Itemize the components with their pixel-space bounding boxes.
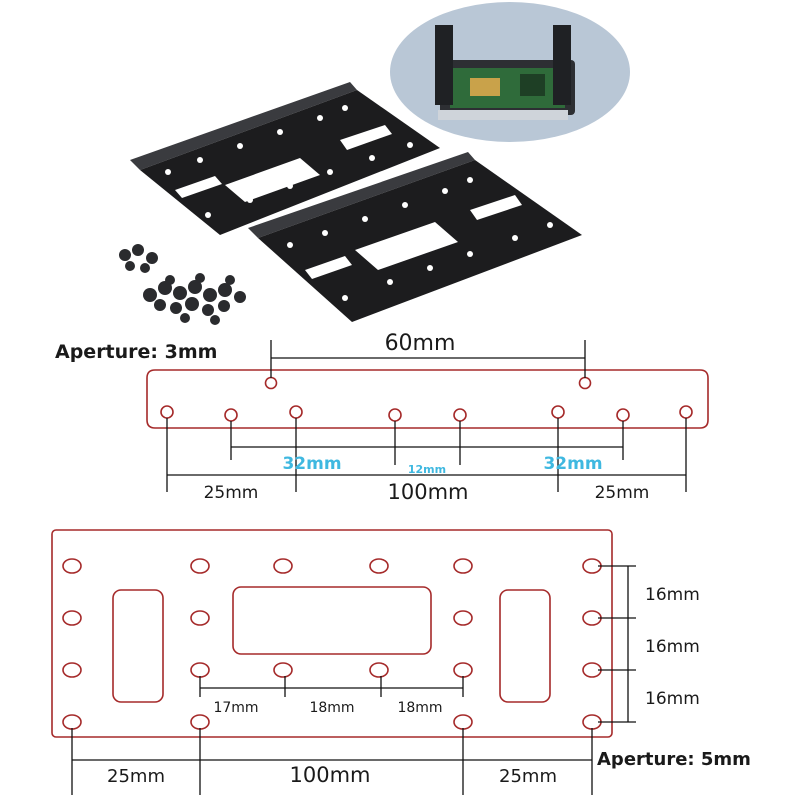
face-bottom-right-label: 25mm bbox=[499, 766, 557, 787]
face-hole bbox=[190, 610, 210, 626]
side-hole bbox=[160, 405, 174, 419]
side-hole bbox=[551, 405, 565, 419]
face-row-spacing-1-label: 16mm bbox=[645, 585, 700, 605]
face-hole bbox=[190, 714, 210, 730]
side-view-outline bbox=[146, 369, 709, 429]
face-hole bbox=[190, 662, 210, 678]
face-hole bbox=[62, 714, 82, 730]
side-hole bbox=[679, 405, 693, 419]
face-window-center bbox=[232, 586, 432, 655]
face-inner-dim-2-label: 18mm bbox=[309, 700, 354, 716]
face-view-diagram: 16mm 16mm 16mm 17mm 18mm 18mm 25mm 100mm… bbox=[51, 529, 751, 795]
side-hole bbox=[453, 408, 467, 422]
side-inner-dim-mid-label: 12mm bbox=[408, 463, 446, 476]
side-bottom-left-label: 25mm bbox=[204, 483, 259, 503]
side-hole bbox=[224, 408, 238, 422]
face-hole bbox=[453, 610, 473, 626]
bracket-photo-2 bbox=[248, 152, 582, 322]
face-hole bbox=[62, 558, 82, 574]
face-hole bbox=[369, 558, 389, 574]
side-hole-top-left bbox=[264, 376, 278, 390]
face-holes bbox=[62, 558, 602, 730]
face-row-spacing-3-label: 16mm bbox=[645, 689, 700, 709]
face-slot-right bbox=[499, 589, 551, 703]
side-holes-bottom-row bbox=[160, 405, 693, 422]
side-aperture-label: Aperture: 3mm bbox=[55, 341, 217, 363]
side-hole bbox=[616, 408, 630, 422]
face-hole bbox=[190, 558, 210, 574]
inset-photo bbox=[390, 2, 630, 142]
side-inner-dim-right-label: 32mm bbox=[543, 454, 602, 474]
side-view-diagram: Aperture: 3mm bbox=[55, 331, 709, 504]
product-photo bbox=[119, 2, 630, 325]
face-dimension-lines bbox=[71, 565, 636, 795]
side-bottom-right-label: 25mm bbox=[595, 483, 650, 503]
face-hole bbox=[453, 662, 473, 678]
side-inner-dim-left-label: 32mm bbox=[282, 454, 341, 474]
side-bottom-mid-label: 100mm bbox=[388, 480, 469, 504]
face-hole bbox=[369, 662, 389, 678]
face-hole bbox=[62, 662, 82, 678]
face-hole bbox=[453, 558, 473, 574]
side-hole-top-right bbox=[578, 376, 592, 390]
face-inner-dim-1-label: 17mm bbox=[213, 700, 258, 716]
face-row-spacing-2-label: 16mm bbox=[645, 637, 700, 657]
screws-pile bbox=[119, 244, 246, 325]
face-bottom-mid-label: 100mm bbox=[290, 763, 371, 787]
face-hole bbox=[62, 610, 82, 626]
side-dimension-lines bbox=[166, 340, 687, 492]
side-hole bbox=[289, 405, 303, 419]
bracket-photo-1 bbox=[130, 82, 440, 235]
face-hole bbox=[453, 714, 473, 730]
face-hole bbox=[273, 662, 293, 678]
side-top-dim-label: 60mm bbox=[385, 331, 456, 356]
face-bottom-left-label: 25mm bbox=[107, 766, 165, 787]
face-hole bbox=[273, 558, 293, 574]
face-view-outline bbox=[51, 529, 613, 738]
side-hole bbox=[388, 408, 402, 422]
face-slot-left bbox=[112, 589, 164, 703]
face-inner-dim-3-label: 18mm bbox=[397, 700, 442, 716]
face-aperture-label: Aperture: 5mm bbox=[597, 749, 751, 770]
